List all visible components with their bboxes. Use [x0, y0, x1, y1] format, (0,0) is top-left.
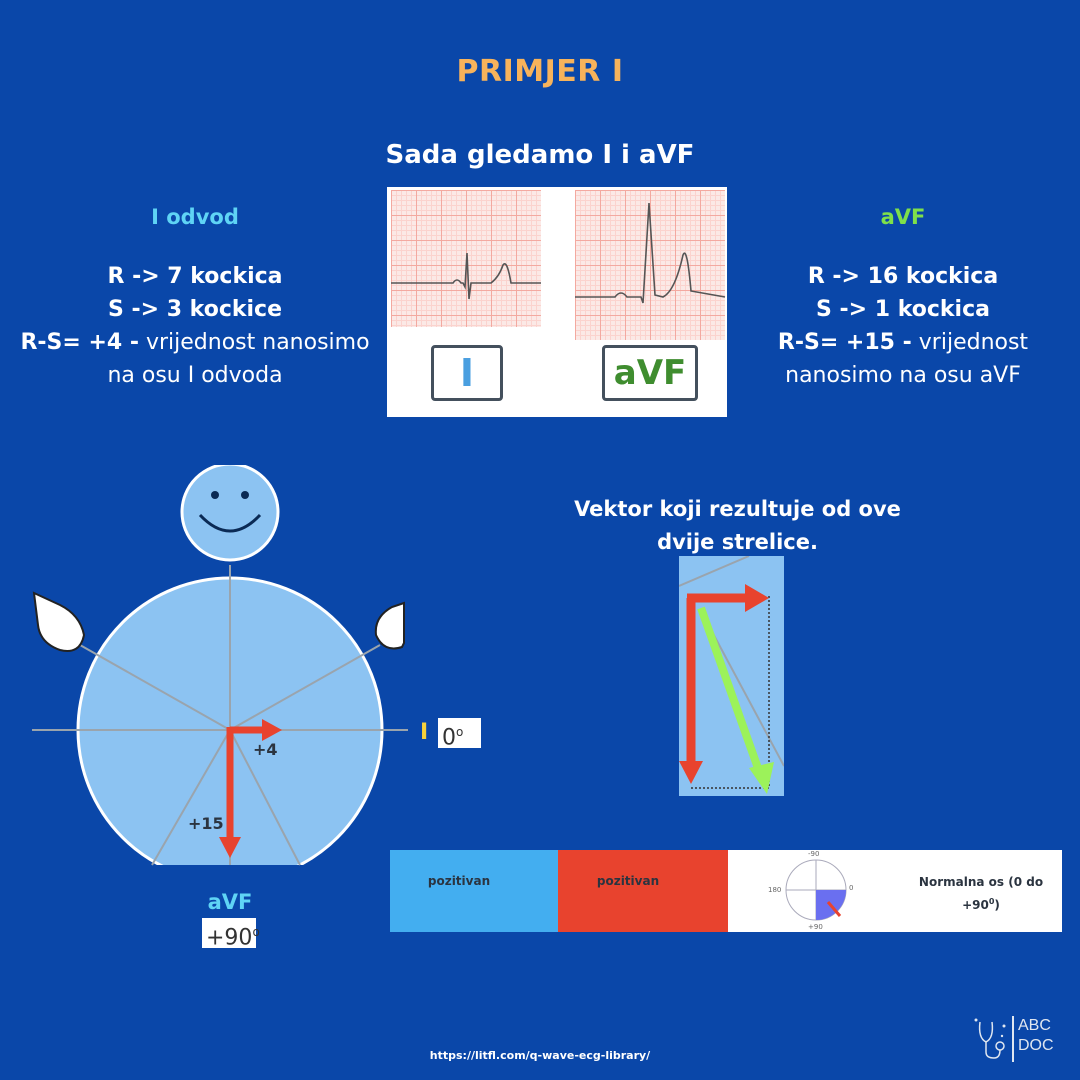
- ecg-trace-lead-i: [391, 252, 541, 300]
- axis-dial-bottom: +90: [808, 923, 823, 931]
- interpretation-end: ): [994, 898, 1000, 912]
- table-cell-lead-avf: pozitivan: [558, 850, 728, 932]
- ecg-trace-lead-avf: [575, 202, 726, 304]
- table-cell-axis-dial: -90 180 0 +90: [728, 850, 900, 932]
- axis-dial-right: 0: [849, 884, 854, 892]
- pointing-hand-left: [32, 591, 86, 652]
- source-link[interactable]: https://litfl.com/q-wave-ecg-library/: [429, 1049, 651, 1062]
- lead-avf-rs-text2: nanosimo na osu aVF: [785, 363, 1021, 388]
- smiley-eye-left: [211, 491, 219, 499]
- resultant-vector-head: [749, 762, 774, 794]
- lead-avf-rs-text: vrijednost: [911, 330, 1029, 355]
- lead-i-rs-value: R-S= +4 -: [20, 330, 139, 355]
- logo-line2: DOC: [1018, 1037, 1054, 1054]
- resultant-avf-arrow-head: [679, 761, 703, 784]
- table-cell-lead-i: pozitivan: [390, 850, 558, 932]
- abc-doc-logo: ABC DOC: [972, 1016, 1062, 1062]
- axis-dial-left: 180: [768, 886, 782, 894]
- axis-avf-angle: +90o: [202, 918, 260, 951]
- axis-lead-i-angle-sup: o: [456, 725, 464, 739]
- stethoscope-icon: [974, 1018, 1006, 1059]
- vector-caption: Vektor koji rezultuje od ove dvije strel…: [560, 493, 915, 559]
- smiley-mouth: [198, 513, 262, 533]
- summary-table: pozitivan pozitivan -90 180 0 +90 Normal…: [390, 850, 1062, 932]
- resultant-vector-shaft: [697, 606, 763, 773]
- interpretation-line1: Normalna os (0 do: [918, 875, 1044, 889]
- lead-avf-s-value: S -> 1 kockica: [816, 297, 990, 322]
- axis-lead-i-angle-value: 0: [442, 725, 456, 751]
- lead-avf-r-value: R -> 16 kockica: [807, 264, 999, 289]
- axis-lead-i-label: I: [420, 720, 429, 745]
- axis-dial-icon: [785, 859, 847, 921]
- logo-line1: ABC: [1018, 1017, 1051, 1034]
- lead-i-rs-line: R-S= +4 - vrijednost nanosimo: [20, 326, 370, 359]
- vector-lead-i-head: [262, 719, 282, 741]
- interpretation-sup: 0: [988, 897, 995, 906]
- resultant-vector-image: [679, 556, 784, 796]
- vector-avf-label: +15: [188, 814, 224, 833]
- smiley-eye-right: [241, 491, 249, 499]
- smiley-head: [180, 465, 280, 562]
- lead-avf-panel: aVF R -> 16 kockica S -> 1 kockica R-S= …: [728, 205, 1078, 392]
- pointing-hand-right: [374, 601, 405, 650]
- vector-avf-head: [219, 837, 241, 858]
- lead-avf-heading: aVF: [880, 205, 926, 229]
- lead-avf-rs-value: R-S= +15 -: [777, 330, 912, 355]
- logo-text: ABC DOC: [1018, 1016, 1054, 1056]
- page-subtitle: Sada gledamo I i aVF: [385, 140, 695, 170]
- lead-i-r-value: R -> 7 kockica: [107, 264, 283, 289]
- lead-i-rs-text2: na osu I odvoda: [107, 363, 283, 388]
- ecg-label-lead-avf: aVF: [602, 345, 698, 401]
- interpretation-line2: +900): [900, 892, 1062, 915]
- resultant-i-arrow-head: [745, 584, 769, 612]
- ecg-label-lead-i: I: [431, 345, 503, 401]
- ecg-traces: [391, 202, 726, 304]
- lead-i-s-value: S -> 3 kockice: [107, 297, 283, 322]
- interpretation-value: +90: [962, 898, 989, 912]
- lead-avf-rs-line: R-S= +15 - vrijednost: [728, 326, 1078, 359]
- axis-avf-angle-value: +90: [206, 925, 253, 951]
- vector-caption-line2: dvije strelice.: [657, 530, 818, 554]
- page-title: PRIMJER I: [456, 54, 624, 89]
- vector-lead-i-label: +4: [253, 740, 278, 759]
- axis-diagram: [32, 465, 420, 885]
- lead-i-panel: I odvod R -> 7 kockica S -> 3 kockice R-…: [20, 205, 370, 392]
- lead-i-rs-text: vrijednost nanosimo: [138, 330, 370, 355]
- axis-lead-i-angle: 0o: [438, 718, 481, 751]
- axis-avf-label: aVF: [207, 890, 253, 914]
- axis-avf-angle-sup: o: [252, 925, 260, 939]
- ecg-strips-image: I aVF: [387, 187, 727, 417]
- axis-dial-needle: [826, 901, 842, 917]
- axis-dial-top: -90: [808, 850, 820, 858]
- vector-caption-line1: Vektor koji rezultuje od ove: [574, 497, 901, 521]
- table-cell-interpretation: Normalna os (0 do +900): [900, 850, 1062, 932]
- lead-i-heading: I odvod: [151, 205, 239, 229]
